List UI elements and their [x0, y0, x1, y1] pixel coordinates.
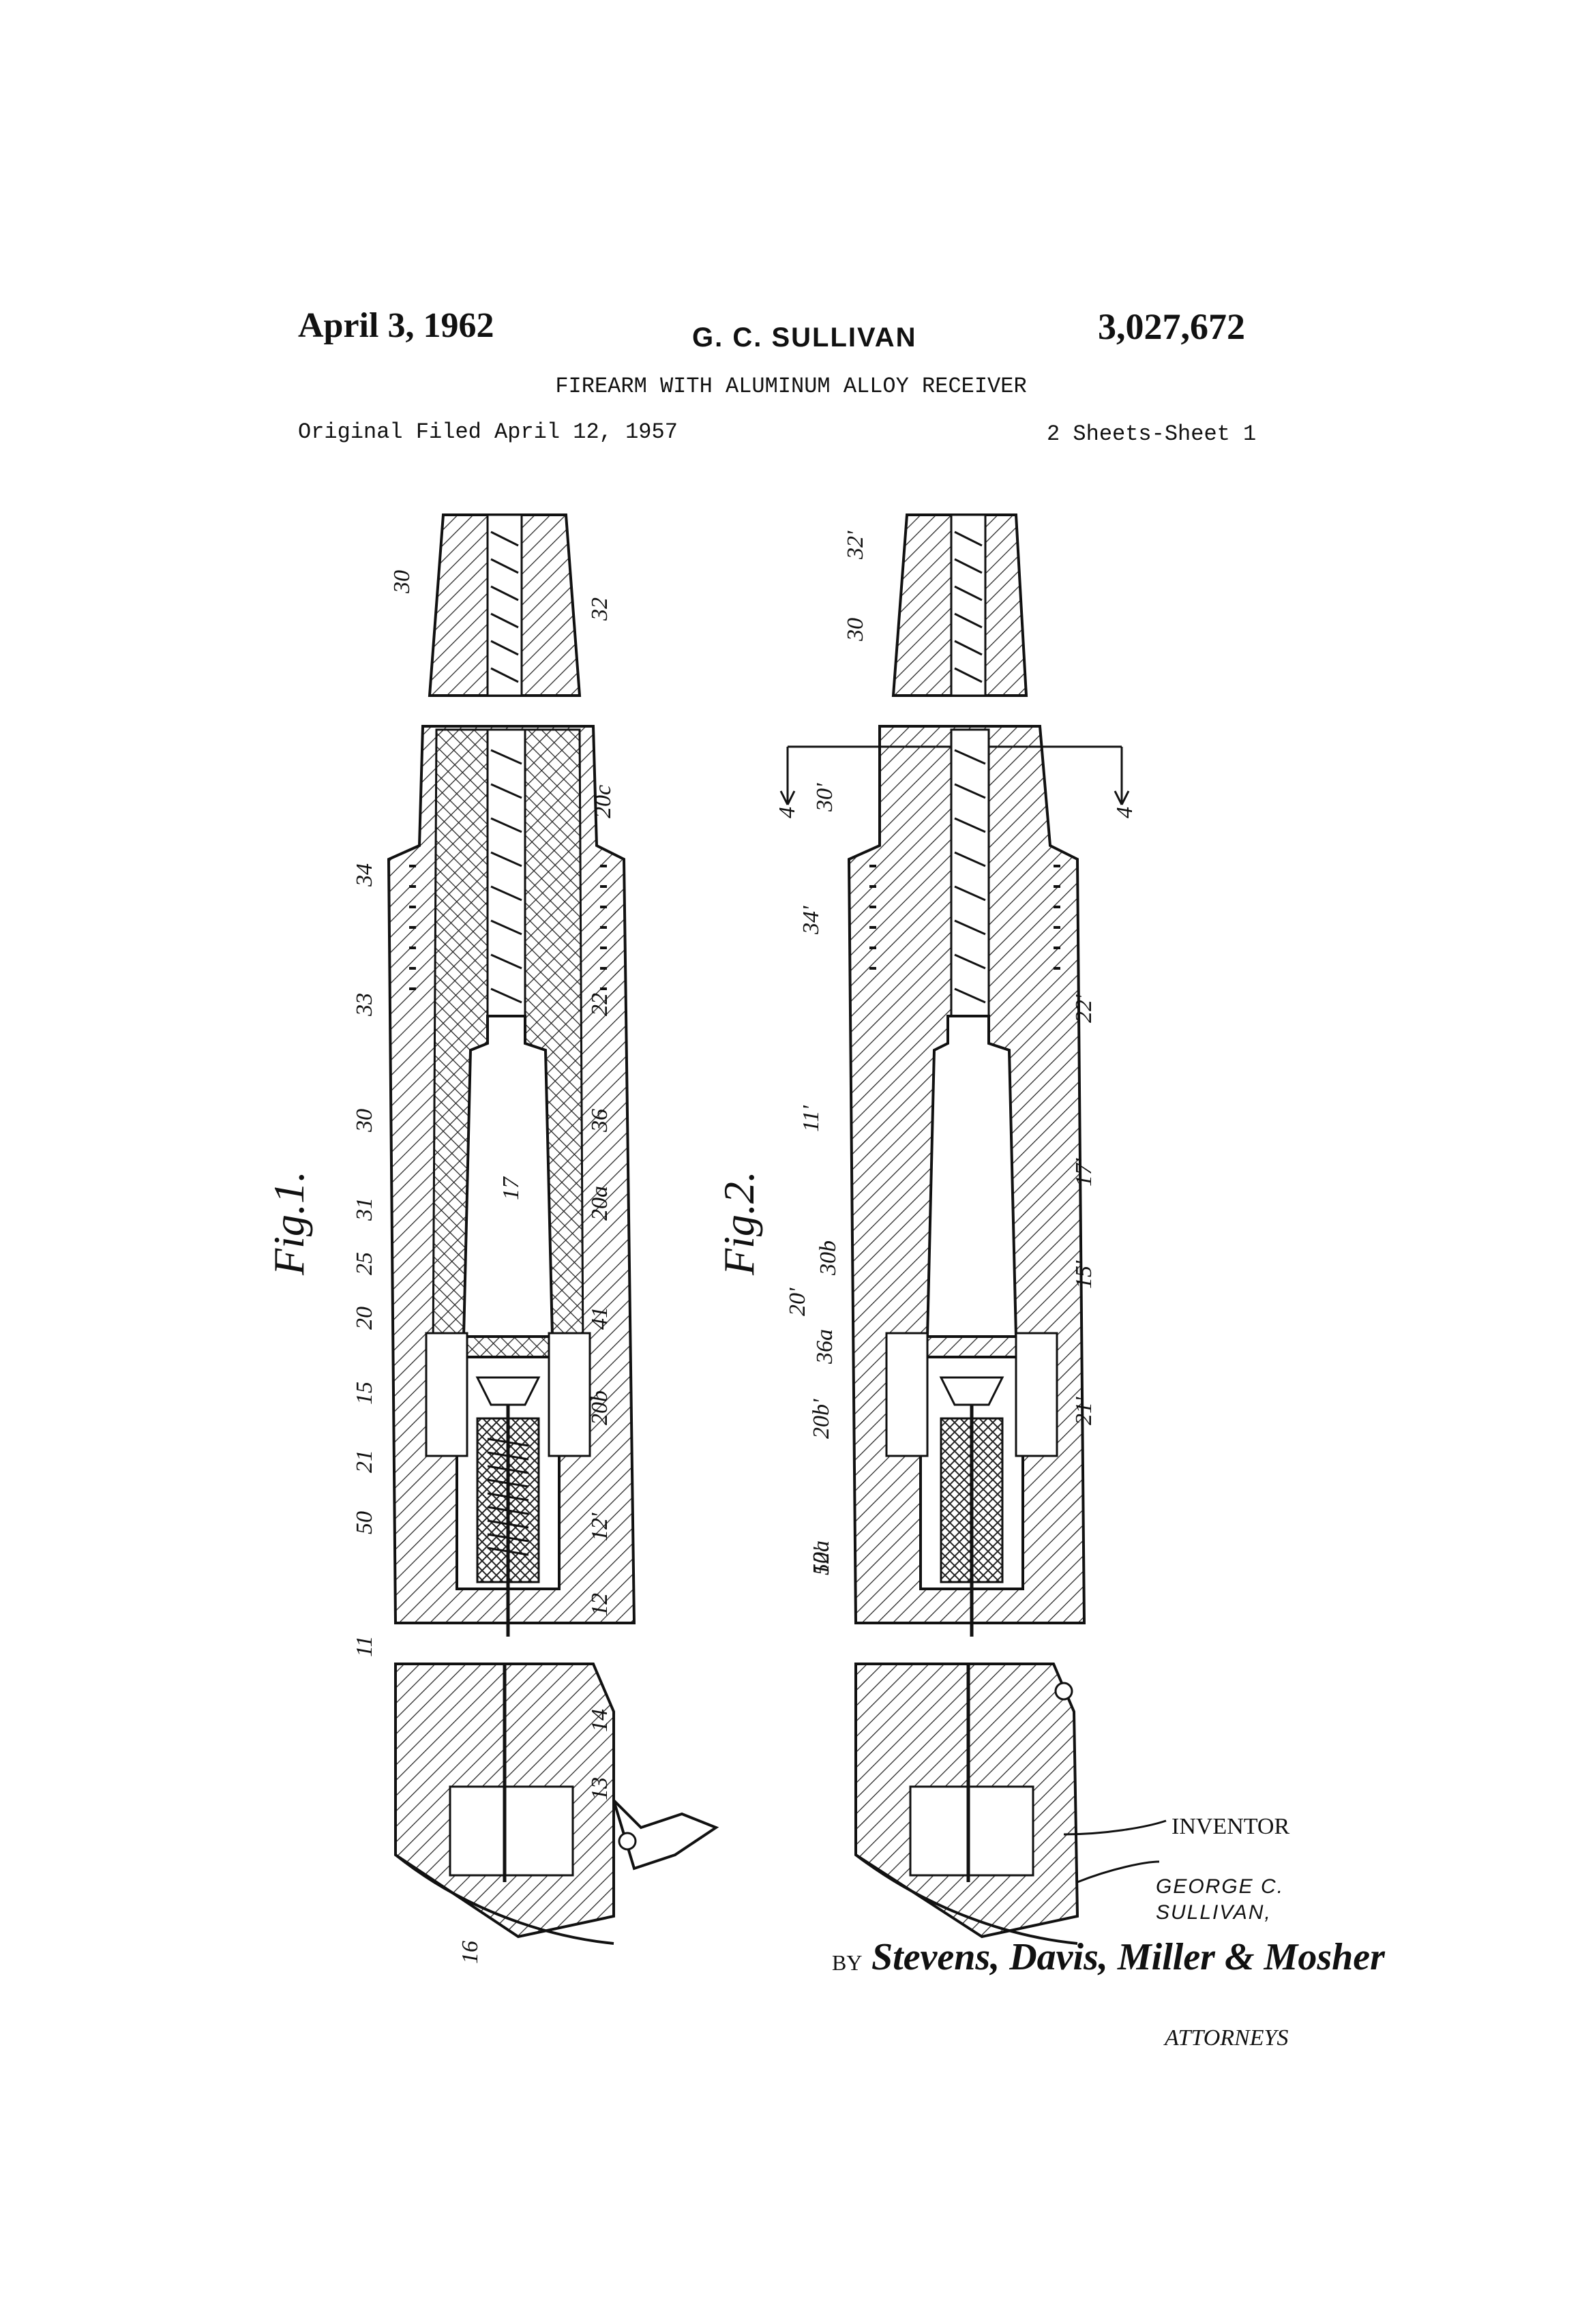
attorneys-signature: Stevens, Davis, Miller & Mosher — [871, 1935, 1385, 1979]
reference-numeral: 12' — [587, 1513, 612, 1541]
reference-numeral: 20c — [591, 785, 616, 818]
reference-numeral: 34 — [352, 863, 377, 887]
reference-numeral: 20b — [587, 1390, 612, 1425]
inventor-name: GEORGE C. SULLIVAN, — [1156, 1874, 1284, 1926]
reference-numeral: 13 — [587, 1777, 612, 1800]
reference-numeral: 15 — [352, 1382, 377, 1405]
fig1-label: Fig.1. — [265, 1171, 313, 1276]
figure-2 — [781, 515, 1166, 1943]
reference-numeral: 30' — [812, 783, 837, 812]
reference-numeral: 21 — [352, 1450, 377, 1473]
reference-numeral: 34' — [799, 906, 824, 935]
reference-numeral: 11 — [352, 1636, 377, 1657]
reference-numeral: 15' — [1071, 1260, 1096, 1289]
reference-numeral: 30 — [352, 1109, 377, 1133]
reference-numeral: 32 — [587, 597, 612, 621]
reference-numeral: 33 — [352, 993, 377, 1017]
reference-numeral: 50 — [352, 1511, 377, 1534]
reference-numeral: 21' — [1071, 1397, 1096, 1425]
reference-numeral: 36 — [587, 1109, 612, 1133]
by-label: BY — [832, 1950, 862, 1976]
inventor-name-line2: SULLIVAN, — [1156, 1900, 1284, 1926]
reference-numeral: 20' — [785, 1287, 810, 1316]
reference-numeral: 17 — [498, 1176, 524, 1200]
fig2-barrel-main — [849, 726, 1084, 1637]
fig1-barrel-top — [430, 515, 580, 696]
figure-1 — [389, 515, 716, 1943]
reference-numeral: 14 — [587, 1709, 612, 1732]
reference-numeral: 20 — [352, 1307, 377, 1330]
reference-numeral: 12a — [809, 1540, 834, 1575]
reference-numeral: 4 — [775, 807, 800, 818]
reference-numeral: 20b' — [809, 1399, 834, 1439]
inventor-name-line1: GEORGE C. — [1156, 1874, 1284, 1900]
reference-numeral: 30 — [389, 570, 415, 594]
fig2-barrel-top — [893, 515, 1026, 696]
fig2-label: Fig.2. — [715, 1171, 763, 1276]
reference-numeral: 32' — [843, 531, 868, 560]
reference-numeral: 4 — [1112, 807, 1137, 818]
reference-numeral: 17' — [1071, 1158, 1096, 1187]
reference-numeral: 41 — [587, 1307, 612, 1330]
reference-numeral: 30 — [843, 618, 868, 642]
reference-numeral: 11' — [799, 1105, 824, 1132]
fig1-receiver-bottom — [395, 1664, 716, 1943]
reference-numeral: 30b — [816, 1240, 841, 1276]
reference-numeral: 36a — [812, 1329, 837, 1365]
reference-numeral: 25 — [352, 1252, 377, 1275]
inventor-label: INVENTOR — [1171, 1814, 1289, 1840]
reference-numeral: 20a — [587, 1186, 612, 1221]
reference-numeral: 16 — [458, 1941, 483, 1964]
attorneys-label: ATTORNEYS — [1165, 2025, 1288, 2051]
reference-numeral: 22 — [587, 993, 612, 1016]
reference-numeral: 22' — [1071, 994, 1096, 1023]
reference-numeral: 31 — [352, 1197, 377, 1221]
reference-numeral: 12 — [587, 1593, 612, 1616]
fig2-receiver-bottom — [856, 1664, 1166, 1943]
